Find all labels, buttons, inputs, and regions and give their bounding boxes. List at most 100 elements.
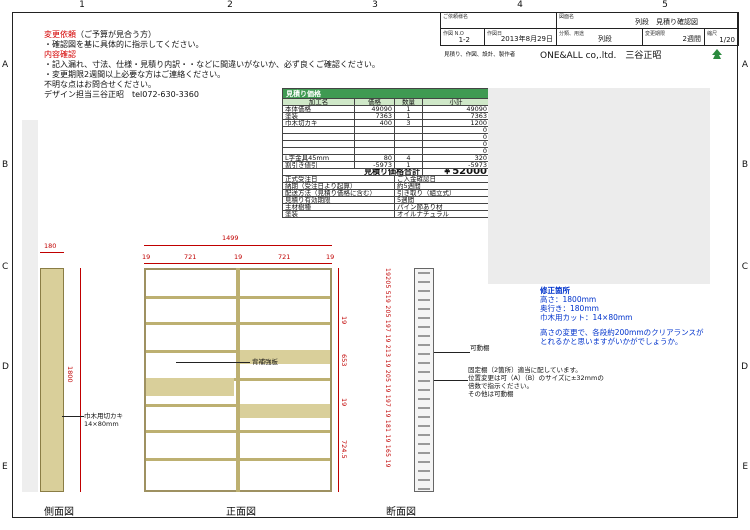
estimate-cell: 1 <box>394 112 423 120</box>
shelf-pin-hole <box>418 308 430 310</box>
estimate-cell: -5973 <box>422 161 490 169</box>
estimate-info-row: 正式受注日ご入金確認日 <box>282 175 490 183</box>
estimate-info-row: 塗装オイルナチュラル <box>282 210 490 218</box>
scale-cell: 縮尺 1/20 <box>705 29 739 46</box>
back-brace-right-upper <box>240 350 330 364</box>
shelf-pin-hole <box>418 335 430 337</box>
shelf-board <box>240 430 330 433</box>
shelf-pin-hole <box>418 479 430 481</box>
front-dim-1: 19 <box>142 253 151 261</box>
estimate-cell: 7363 <box>354 112 395 120</box>
scale: 1/20 <box>719 36 735 44</box>
estimate-cell: 7363 <box>422 112 490 120</box>
shelf-pin-hole <box>418 317 430 319</box>
estimate-info-value: 5週間 <box>394 196 490 204</box>
estimate-info-label: 塗装 <box>282 210 395 218</box>
confirm-line1: ・記入漏れ、寸法、仕様・見積り内訳・・などに間違いがないか、必ず良くご確認くださ… <box>44 60 380 69</box>
date-cell: 作図日 2013年8月29日 <box>485 29 557 46</box>
drawing-no-label: 作図 N.O <box>443 31 464 37</box>
revision-line-3: 巾木用カット：14×80mm <box>540 313 633 322</box>
revision-title: 修正箇所 <box>540 286 570 295</box>
section-view-label: 断面図 <box>386 507 416 518</box>
estimate-info-row: 納期（受注日より起算）約5週間 <box>282 182 490 190</box>
shelf-board <box>240 458 330 461</box>
front-dim-5: 19 <box>326 253 335 261</box>
front-view-label: 正面図 <box>226 507 256 518</box>
estimate-cell <box>394 147 423 155</box>
revision-comment: 高さの変更で、各段約200mmのクリアランスがとれるかと思いますがいかがでしょう… <box>540 328 704 346</box>
shelf-pin-hole <box>418 389 430 391</box>
estimate-cell <box>354 133 395 141</box>
change-title: 変更依頼 <box>44 30 76 39</box>
col-mark-5: 5 <box>662 0 668 10</box>
section-callout-shelf: 可動棚 <box>470 344 490 352</box>
shelf-pin-hole <box>418 443 430 445</box>
shelf-pin-hole <box>418 461 430 463</box>
row-mark-c-right: C <box>741 262 748 272</box>
change-paren: （ご予算が見合う方） <box>76 30 156 39</box>
designer-contact: デザイン担当三谷正昭 tel072-630-3360 <box>44 90 199 99</box>
front-callout: 背補強板 <box>252 358 278 366</box>
front-sub-line <box>144 263 332 264</box>
estimate-info-row: 配送方法（見積り価格に含む）引き取り（組立式） <box>282 189 490 197</box>
estimate-col-price: 価格 <box>354 98 395 106</box>
estimate-cell <box>354 140 395 148</box>
maker-name: ONE&ALL co,.ltd. 三谷正昭 <box>540 51 662 61</box>
category: 列段 <box>598 35 612 43</box>
shelf-pin-hole <box>418 407 430 409</box>
shelf-pin-hole <box>418 326 430 328</box>
front-dim-4: 721 <box>278 253 291 261</box>
deadline: 2週間 <box>682 35 701 43</box>
estimate-col-qty: 数量 <box>394 98 423 106</box>
section-vertical-dims: 19205 519 205 197 19 213 19 205 19 197 1… <box>384 268 391 468</box>
estimate-cell: 0 <box>422 147 490 155</box>
estimate-info-value: パイン節あり材 <box>394 203 490 211</box>
row-mark-e-right: E <box>742 462 748 472</box>
shelf-pin-hole <box>418 434 430 436</box>
shelf-pin-hole <box>418 272 430 274</box>
customer-cell: ご依頼様名 <box>441 12 557 29</box>
section-callout-fixed-leader <box>434 380 468 381</box>
front-callout-leader <box>176 362 250 363</box>
side-callout-leader <box>62 416 84 417</box>
estimate-cell: 49090 <box>422 105 490 113</box>
revision-line-1: 高さ：1800mm <box>540 295 597 304</box>
col-mark-3: 3 <box>372 0 378 10</box>
shelf-board <box>146 430 236 433</box>
side-width-dim: 180 <box>44 242 57 250</box>
estimate-total-label: 見積り価格合計 <box>282 168 423 176</box>
back-brace-left <box>146 378 234 396</box>
side-width-line <box>40 252 64 253</box>
side-height-dim: 1800 <box>66 366 74 383</box>
estimate-cell <box>282 133 355 141</box>
category-cell: 分類、用途 列段 <box>557 29 643 46</box>
col-mark-1: 1 <box>79 0 85 10</box>
row-mark-a-right: A <box>741 60 748 70</box>
drawing-name-cell: 図面名 列段 見積り確認図 <box>557 12 739 29</box>
revision-block: 修正箇所 高さ：1800mm 奥行き：180mm 巾木用カット：14×80mm … <box>540 286 710 346</box>
front-dim-2: 721 <box>184 253 197 261</box>
estimate-cell: 0 <box>422 140 490 148</box>
shelf-pin-hole <box>418 371 430 373</box>
estimate-col-name: 加工名 <box>282 98 355 106</box>
row-mark-c: C <box>2 262 9 272</box>
estimate-cell: 塗装 <box>282 112 355 120</box>
estimate-info-value: ご入金確認日 <box>394 175 490 183</box>
shelf-pin-hole <box>418 362 430 364</box>
shelf-board <box>146 404 236 407</box>
estimate-cell: 320 <box>422 154 490 162</box>
estimate-cell <box>394 126 423 134</box>
shelf-pin-hole <box>418 398 430 400</box>
revision-line-2: 奥行き：180mm <box>540 304 599 313</box>
estimate-cell <box>282 126 355 134</box>
shelf-board <box>240 378 330 381</box>
shelf-pin-hole <box>418 281 430 283</box>
estimate-cell <box>354 126 395 134</box>
shelf-pin-hole <box>418 488 430 490</box>
estimate-header: 見積り価格 <box>282 88 490 99</box>
front-total-line <box>144 245 332 246</box>
